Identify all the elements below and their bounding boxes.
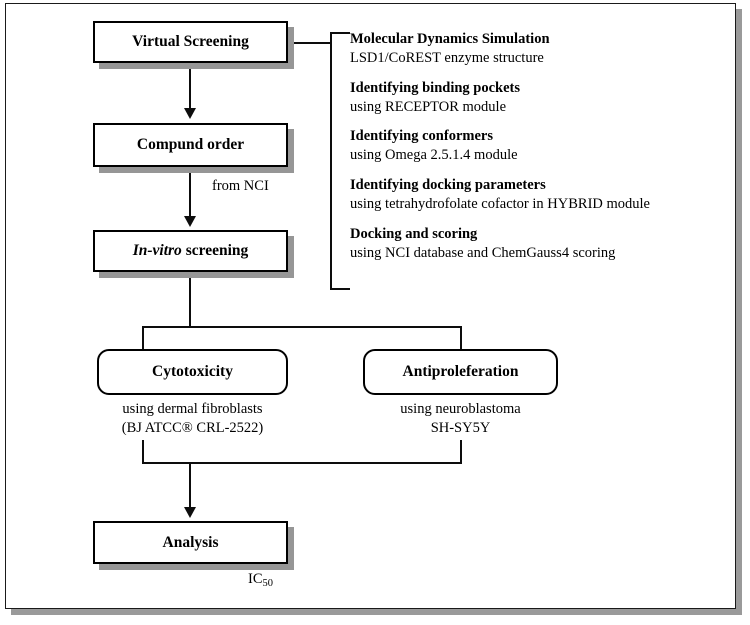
side-panel-item-title: Docking and scoring xyxy=(350,225,478,242)
node-in-vitro-screening-label: In-vitro screening xyxy=(133,242,249,260)
connector-merge-left-riser xyxy=(142,440,144,463)
node-compund-order-label: Compund order xyxy=(136,136,245,153)
edge-label-ic50: IC50 xyxy=(248,571,273,589)
arrow-merge-to-analysis-head xyxy=(184,507,196,518)
side-panel-item-sub: using Omega 2.5.1.4 module xyxy=(350,147,518,164)
connector-in-vitro-down xyxy=(189,272,191,328)
connector-split-right-drop xyxy=(460,326,462,350)
side-panel-item: Identifying docking parameters using tet… xyxy=(350,176,742,214)
side-panel-item-title: Molecular Dynamics Simulation xyxy=(350,31,550,47)
side-panel-item-title: Identifying docking parameters xyxy=(350,177,546,194)
caption-cytotoxicity: using dermal fibroblasts (BJ ATCC® CRL-2… xyxy=(97,400,288,437)
node-antiproleferation-label: Antiproleferation xyxy=(402,363,519,380)
side-panel-item: Docking and scoring using NCI database a… xyxy=(350,225,742,263)
node-virtual-screening[interactable]: Virtual Screening xyxy=(93,21,288,63)
ic50-prefix: IC xyxy=(248,571,263,587)
caption-antiproleferation-line2: SH-SY5Y xyxy=(430,419,491,436)
side-panel-item: Molecular Dynamics Simulation LSD1/CoRES… xyxy=(350,30,742,68)
ic50-subscript: 50 xyxy=(262,577,273,589)
arrow-virtual-screening-to-compund-order-shaft xyxy=(189,63,191,111)
diagram-frame xyxy=(5,3,736,609)
bracket-bottom-stub xyxy=(330,288,350,290)
connector-virtual-screening-to-bracket xyxy=(288,42,332,44)
bracket-vertical-line xyxy=(330,32,332,290)
caption-cytotoxicity-line1: using dermal fibroblasts xyxy=(122,401,263,417)
node-in-vitro-screening[interactable]: In-vitro screening xyxy=(93,230,288,272)
node-antiproleferation[interactable]: Antiproleferation xyxy=(363,349,558,395)
side-panel-item: Identifying binding pockets using RECEPT… xyxy=(350,79,742,117)
connector-merge-right-riser xyxy=(460,440,462,463)
caption-cytotoxicity-line2: (BJ ATCC® CRL-2522) xyxy=(121,419,264,436)
connector-split-left-drop xyxy=(142,326,144,350)
side-panel-computational-steps: Molecular Dynamics Simulation LSD1/CoRES… xyxy=(350,30,742,262)
connector-merge-bar xyxy=(142,462,462,464)
node-in-vitro-prefix: In-vitro xyxy=(132,242,182,259)
side-panel-item-title: Identifying binding pockets xyxy=(350,79,521,96)
node-in-vitro-suffix: screening xyxy=(185,242,249,259)
arrow-merge-to-analysis-shaft xyxy=(189,462,191,510)
caption-antiproleferation: using neuroblastoma SH-SY5Y xyxy=(363,400,558,437)
edge-label-from-nci: from NCI xyxy=(212,178,269,194)
node-virtual-screening-label: Virtual Screening xyxy=(132,33,249,50)
node-cytotoxicity-label: Cytotoxicity xyxy=(152,363,233,380)
arrow-compund-order-to-in-vitro-head xyxy=(184,216,196,227)
side-panel-item-sub: LSD1/CoREST enzyme structure xyxy=(350,49,544,66)
side-panel-item-sub: using NCI database and ChemGauss4 scorin… xyxy=(350,244,616,261)
bracket-top-stub xyxy=(330,32,350,34)
side-panel-item-sub: using RECEPTOR module xyxy=(350,98,507,115)
side-panel-item-sub: using tetrahydrofolate cofactor in HYBRI… xyxy=(350,195,650,212)
node-cytotoxicity[interactable]: Cytotoxicity xyxy=(97,349,288,395)
arrow-compund-order-to-in-vitro-shaft xyxy=(189,167,191,219)
node-analysis[interactable]: Analysis xyxy=(93,521,288,564)
arrow-virtual-screening-to-compund-order-head xyxy=(184,108,196,119)
side-panel-item: Identifying conformers using Omega 2.5.1… xyxy=(350,127,742,165)
connector-split-bar xyxy=(142,326,462,328)
caption-antiproleferation-line1: using neuroblastoma xyxy=(400,401,521,417)
side-panel-item-title: Identifying conformers xyxy=(350,128,493,145)
node-analysis-label: Analysis xyxy=(162,533,219,551)
node-compund-order[interactable]: Compund order xyxy=(93,123,288,167)
